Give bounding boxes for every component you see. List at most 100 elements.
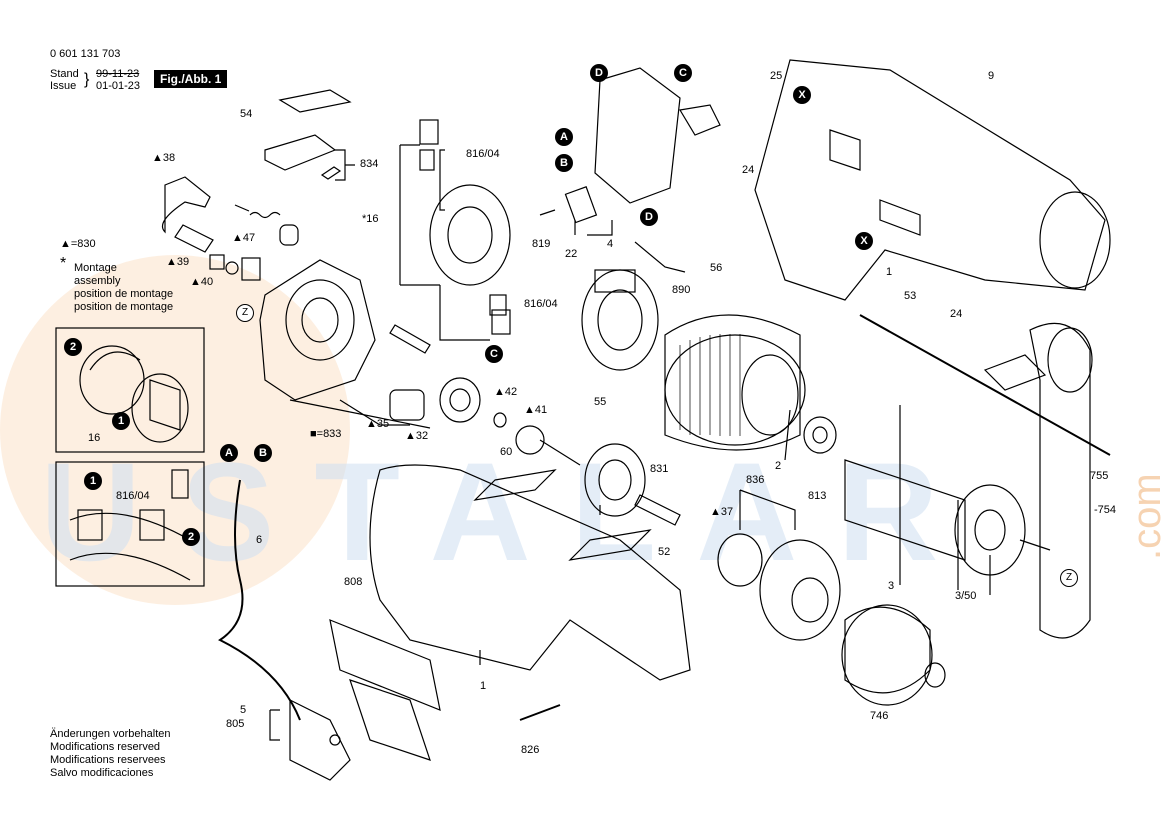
callout-22: 22 bbox=[565, 248, 578, 260]
inset-bottom bbox=[55, 461, 205, 587]
marker-1-inset-top: 1 bbox=[112, 412, 130, 430]
inset-top-drawing bbox=[79, 345, 189, 443]
callout-1-a: 1 bbox=[886, 266, 893, 278]
part-38 bbox=[161, 176, 211, 234]
housing-half bbox=[754, 59, 1106, 301]
marker-b-1: B bbox=[555, 154, 573, 172]
marker-2-inset-bottom: 2 bbox=[182, 528, 200, 546]
callout-32: ▲32 bbox=[405, 430, 429, 442]
callout-55: 55 bbox=[594, 396, 607, 408]
switch-module bbox=[594, 67, 681, 204]
marker-c-2: C bbox=[485, 345, 503, 363]
callout-2: 2 bbox=[775, 460, 782, 472]
brace: } bbox=[84, 71, 90, 88]
callout-833: ■=833 bbox=[310, 428, 342, 440]
legend-montage-2: assembly bbox=[74, 275, 121, 287]
callout-755: 755 bbox=[1090, 470, 1109, 482]
marker-a-2: A bbox=[220, 444, 238, 462]
callout-1-b: 1 bbox=[480, 680, 487, 692]
marker-z-1: Z bbox=[236, 304, 254, 322]
callout-4: 4 bbox=[607, 238, 614, 250]
marker-b-2: B bbox=[254, 444, 272, 462]
main-housing bbox=[369, 464, 691, 681]
callout-826: 826 bbox=[521, 744, 540, 756]
callout-831: 831 bbox=[650, 463, 669, 475]
callout-805: 805 bbox=[226, 718, 245, 730]
callout-754: -754 bbox=[1094, 504, 1117, 516]
brush-816-04-bottom bbox=[491, 309, 511, 335]
inset-bottom-drawing bbox=[69, 469, 191, 581]
callout-35: ▲35 bbox=[366, 418, 390, 430]
callout-60: 60 bbox=[500, 446, 513, 458]
footer-line-4: Salvo modificaciones bbox=[50, 767, 154, 779]
part-37 bbox=[717, 533, 763, 587]
issue-date: 01-01-23 bbox=[96, 80, 141, 92]
callout-53: 53 bbox=[904, 290, 917, 302]
screw-826 bbox=[519, 704, 561, 721]
callout-834: 834 bbox=[360, 158, 379, 170]
plug bbox=[289, 699, 351, 781]
gear-831 bbox=[584, 443, 646, 517]
callout-24-a: 24 bbox=[742, 164, 755, 176]
issue-label: Issue bbox=[50, 80, 77, 92]
callout-3-50: 3/50 bbox=[955, 590, 977, 602]
motor-end-housing bbox=[259, 259, 376, 401]
figure-label: Fig./Abb. 1 bbox=[154, 70, 228, 88]
legend-montage-4: position de montage bbox=[74, 301, 174, 313]
callout-813: 813 bbox=[808, 490, 827, 502]
marker-2-inset-top: 2 bbox=[64, 338, 82, 356]
marker-d-2: D bbox=[640, 208, 658, 226]
depth-rod bbox=[859, 314, 1111, 456]
part-number: 0 601 131 703 bbox=[50, 48, 121, 60]
part-60-label bbox=[473, 469, 557, 501]
footer-line-1: Änderungen vorbehalten bbox=[50, 728, 171, 740]
part-32 bbox=[439, 377, 481, 423]
callout-25: 25 bbox=[770, 70, 783, 82]
marker-x-1: X bbox=[793, 86, 811, 104]
aux-handle bbox=[1029, 322, 1091, 639]
part-52-label bbox=[568, 529, 652, 561]
callout-16-inset: 16 bbox=[88, 432, 101, 444]
callout-890: 890 bbox=[672, 284, 691, 296]
legend-830: ▲=830 bbox=[60, 238, 96, 250]
callout-54: 54 bbox=[240, 108, 253, 120]
callout-39: ▲39 bbox=[166, 256, 190, 268]
legend-montage-3: position de montage bbox=[74, 288, 174, 300]
callout-42: ▲42 bbox=[494, 386, 518, 398]
callout-6: 6 bbox=[256, 534, 263, 546]
part-813 bbox=[803, 416, 837, 454]
callout-47: ▲47 bbox=[232, 232, 256, 244]
callout-52: 52 bbox=[658, 546, 671, 558]
part-bolt bbox=[389, 324, 431, 354]
callout-56: 56 bbox=[710, 262, 723, 274]
callout-816-04-inset: 816/04 bbox=[116, 490, 150, 502]
footer-line-2: Modifications reserved bbox=[50, 741, 161, 753]
callout-38: ▲38 bbox=[152, 152, 176, 164]
marker-c-1: C bbox=[674, 64, 692, 82]
legend-montage-1: Montage bbox=[74, 262, 117, 274]
callout-24-b: 24 bbox=[950, 308, 963, 320]
callout-819: 819 bbox=[532, 238, 551, 250]
callout-37: ▲37 bbox=[710, 506, 734, 518]
footer-line-3: Modifications reservees bbox=[50, 754, 166, 766]
marker-a-1: A bbox=[555, 128, 573, 146]
stator bbox=[664, 314, 801, 451]
gear-housing-836 bbox=[759, 539, 841, 641]
callout-816-04-a: 816/04 bbox=[466, 148, 500, 160]
marker-z-2: Z bbox=[1060, 569, 1078, 587]
callout-40: ▲40 bbox=[190, 276, 214, 288]
marker-d-1: D bbox=[590, 64, 608, 82]
callout-808: 808 bbox=[344, 576, 363, 588]
inset-top bbox=[55, 327, 205, 453]
callout-746: 746 bbox=[870, 710, 889, 722]
brush-plate-main bbox=[581, 269, 659, 371]
callout-816-04-b: 816/04 bbox=[524, 298, 558, 310]
cable-6 bbox=[218, 479, 301, 721]
chuck-746 bbox=[844, 606, 931, 694]
part-834-cover bbox=[264, 134, 337, 171]
legend-asterisk: * bbox=[60, 255, 67, 272]
marker-1-inset-bottom: 1 bbox=[84, 472, 102, 490]
callout-16: *16 bbox=[362, 213, 379, 225]
